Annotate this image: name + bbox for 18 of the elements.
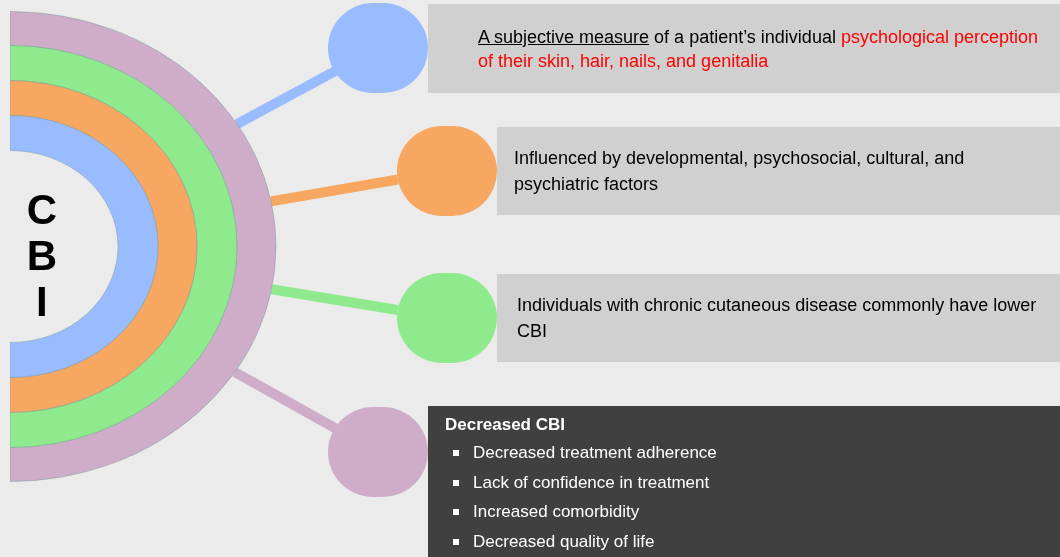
bullet-text: Lack of confidence in treatment	[473, 471, 710, 494]
vertical-label: CBI	[26, 187, 58, 325]
connector-line	[234, 66, 338, 129]
description-text: Individuals with chronic cutaneous disease commonly have lower CBI	[517, 294, 1038, 343]
description-text: A subjective measure of a patient’s individual psychological perception of their skin, hair, nails, and genitalia	[478, 25, 1040, 73]
connector-line	[270, 174, 399, 207]
text-panel	[428, 4, 1060, 93]
text-panel	[428, 406, 1060, 557]
bullet-text: Decreased quality of life	[473, 531, 655, 554]
connector-line	[270, 284, 399, 315]
bullet-text: Increased comorbidity	[473, 501, 640, 524]
connector-line	[232, 367, 338, 433]
concentric-arcs	[10, 11, 277, 482]
bullet-text: Decreased treatment adherence	[473, 441, 717, 464]
panel-heading: Decreased CBI	[445, 414, 566, 436]
description-text: Influenced by developmental, psychosocial, cultural, and psychiatric factors	[514, 147, 966, 196]
text-panel	[497, 127, 1060, 215]
text-panel	[497, 274, 1060, 362]
